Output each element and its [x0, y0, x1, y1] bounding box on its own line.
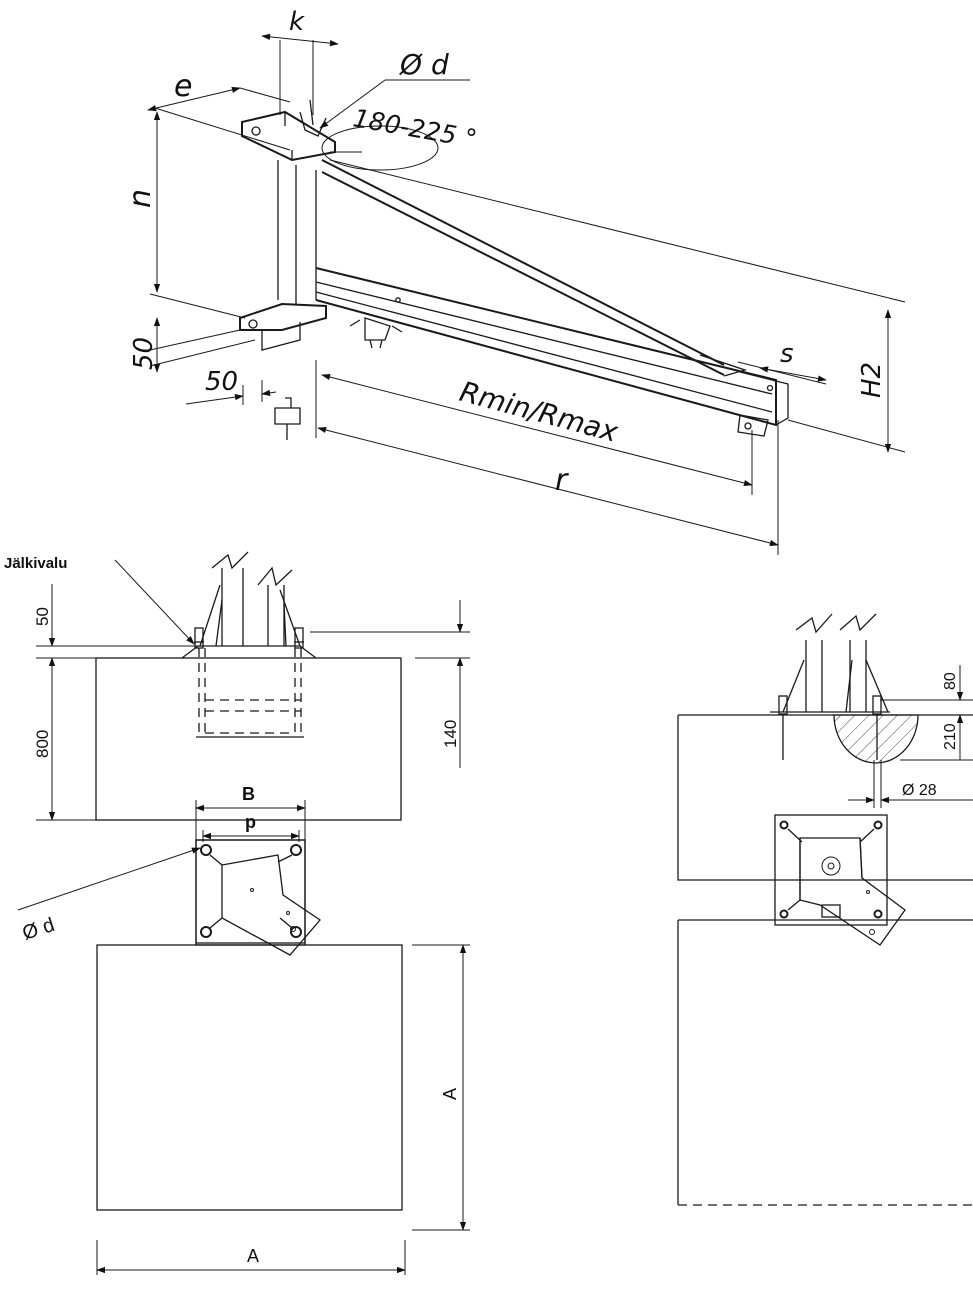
foundation-plan-right	[774, 814, 906, 946]
dim-50-section-label: 50	[33, 607, 52, 626]
b-label: B	[242, 784, 255, 804]
s-label: s	[780, 339, 794, 369]
isometric-dimensions	[147, 33, 906, 555]
foundation-section-right	[677, 613, 973, 1206]
dim-50-vertical-label: 50	[129, 337, 159, 370]
dim-210-label: 210	[942, 723, 959, 750]
foundation-plan-left	[96, 800, 403, 1211]
n-label: n	[123, 189, 158, 208]
k-label: k	[289, 7, 305, 37]
r-label: r	[555, 463, 569, 498]
dim-50-horizontal-label: 50	[205, 367, 238, 397]
dim-d28-label: Ø 28	[902, 782, 937, 799]
foundation-section-left	[95, 551, 402, 821]
dim-80-label: 80	[942, 672, 959, 690]
dim-140-label: 140	[441, 720, 460, 748]
p-label: p	[245, 812, 256, 832]
diameter-d-plan-label: Ø d	[20, 914, 57, 945]
e-label: e	[174, 69, 192, 104]
h2-label: H2	[857, 362, 887, 398]
a-horizontal-label: A	[247, 1246, 259, 1266]
diameter-d-top-label: Ø d	[399, 48, 449, 81]
foundation-plan-left-dimensions	[17, 804, 470, 1275]
rmin-rmax-label: Rmin/Rmax	[456, 375, 622, 449]
a-vertical-label: A	[440, 1088, 460, 1100]
foundation-section-left-dimensions	[36, 559, 470, 821]
angle-label: 180-225 °	[351, 103, 479, 153]
jalkivalu-label: Jälkivalu	[4, 555, 67, 572]
foundation-section-right-dimensions	[848, 665, 973, 808]
dim-800-label: 800	[33, 730, 52, 758]
